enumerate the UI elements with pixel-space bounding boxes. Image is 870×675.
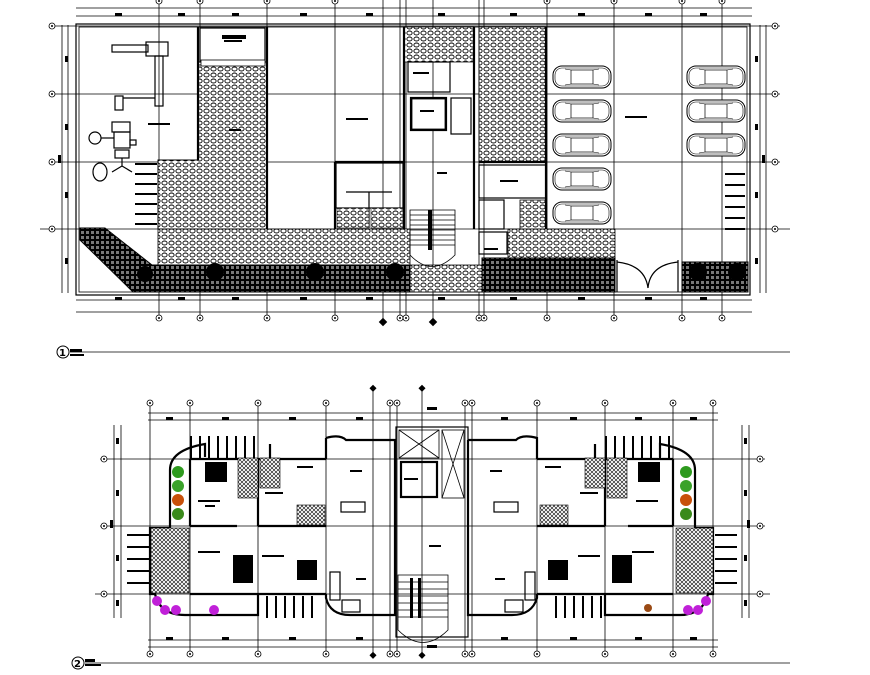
entrance-gate <box>616 260 679 292</box>
parking-cars <box>552 65 746 225</box>
plan-2-typical-floor: 2 <box>71 384 790 670</box>
plan-2-title: 2 <box>71 656 790 670</box>
svg-text:2: 2 <box>74 659 81 670</box>
room-labels <box>148 40 647 250</box>
stair <box>409 209 456 267</box>
bathrooms <box>150 457 714 594</box>
playground-icon <box>88 41 169 182</box>
tree-icons <box>137 263 746 282</box>
plan-1-title: 1 <box>56 345 790 359</box>
plan-1-ground-floor: 1 <box>40 0 790 359</box>
planter-plants <box>152 466 711 615</box>
room-labels-2 <box>198 466 658 580</box>
bed-icons <box>205 462 660 583</box>
axis-markers-2 <box>100 384 764 659</box>
svg-text:1: 1 <box>59 348 66 359</box>
dining-tables <box>340 501 519 513</box>
axis-markers <box>48 0 779 327</box>
balcony-louvers <box>127 436 737 618</box>
sofas <box>329 571 536 613</box>
